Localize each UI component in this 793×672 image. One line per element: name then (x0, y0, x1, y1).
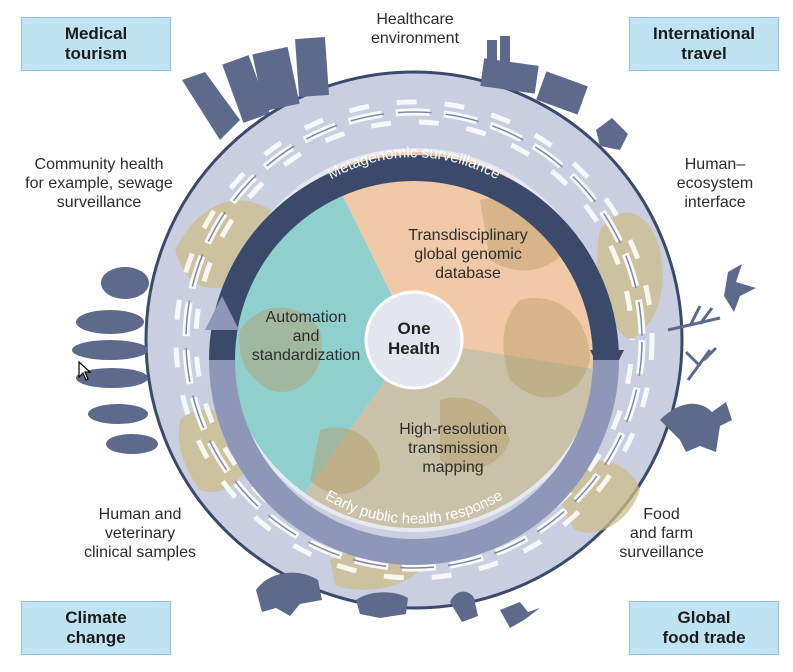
deer-icon (660, 402, 732, 452)
sector-lower (300, 340, 600, 528)
cow-icon (256, 572, 322, 616)
house-icon (596, 118, 628, 150)
corner-international-travel-label: International travel (652, 24, 755, 63)
one-health-label: One Health (388, 319, 440, 358)
corner-climate-change-label: Climate change (65, 608, 127, 647)
buildings-icon (182, 37, 329, 140)
metagenomic-arrow-band (209, 155, 619, 361)
sector-upper-label: Transdisciplinary global genomic databas… (408, 227, 528, 282)
factory-icon (480, 36, 588, 115)
corner-international-travel: International travel (629, 17, 779, 71)
bat-icon (724, 264, 756, 312)
center-circle (364, 290, 464, 390)
label-clinical-samples: Human and veterinary clinical samples (83, 506, 197, 561)
sector-lower-label: High-resolution transmission mapping (399, 421, 507, 476)
pig-icon (356, 592, 408, 618)
corner-medical-tourism: Medical tourism (21, 17, 171, 71)
people-silhouettes-icon (72, 267, 158, 454)
label-community-health: Community health for example, sewage sur… (25, 156, 173, 211)
cursor-icon (78, 361, 92, 381)
corner-global-food-trade: Global food trade (629, 601, 779, 655)
label-healthcare-environment: Healthcare environment (370, 11, 460, 47)
plant-icon (667, 305, 721, 381)
dna-helix-icon (173, 99, 655, 581)
chicken-icon (450, 591, 478, 622)
label-human-ecosystem: Human– ecosystem interface (676, 156, 754, 211)
response-arrow-band (209, 359, 619, 565)
light-arrow-head (205, 296, 239, 330)
bird-icon (500, 602, 540, 628)
corner-global-food-trade-label: Global food trade (662, 608, 746, 647)
corner-climate-change: Climate change (21, 601, 171, 655)
corner-medical-tourism-label: Medical tourism (64, 24, 128, 63)
sector-left-label: Automation and standardization (251, 309, 361, 364)
label-food-farm-surveillance: Food and farm surveillance (619, 506, 704, 561)
